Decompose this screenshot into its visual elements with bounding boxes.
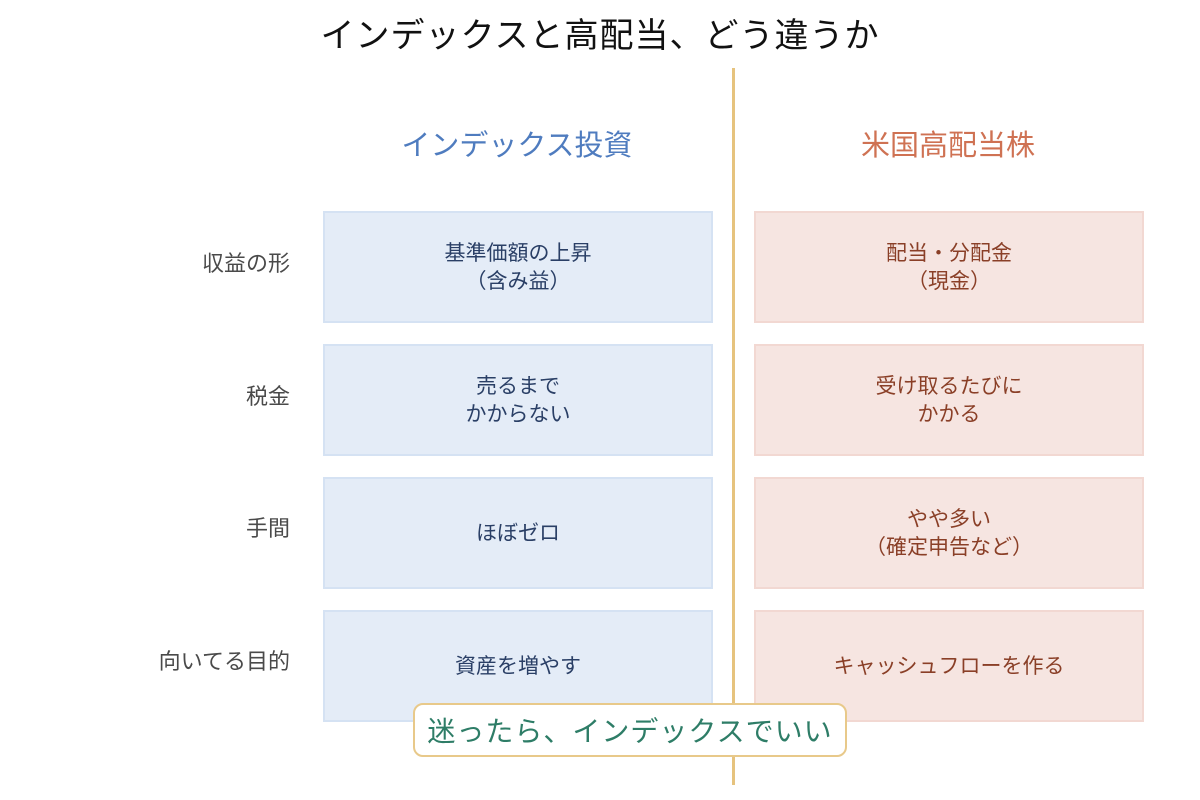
row-label-tax: 税金 [245, 385, 290, 410]
dividend-cell-effort: やや多い （確定申告など） [754, 477, 1144, 589]
conclusion-callout: 迷ったら、インデックスでいい [413, 703, 847, 757]
index-cell-tax: 売るまで かからない [323, 344, 713, 456]
center-divider [732, 68, 735, 785]
column-header-index: インデックス投資 [401, 128, 633, 162]
row-label-effort: 手間 [245, 517, 290, 542]
diagram-title: インデックスと高配当、どう違うか [320, 16, 880, 56]
dividend-cell-purpose: キャッシュフローを作る [754, 610, 1144, 722]
row-label-purpose: 向いてる目的 [158, 650, 290, 675]
dividend-cell-income-form: 配当・分配金 （現金） [754, 211, 1144, 323]
index-cell-effort: ほぼゼロ [323, 477, 713, 589]
dividend-cell-tax: 受け取るたびに かかる [754, 344, 1144, 456]
row-label-income-form: 収益の形 [201, 252, 290, 277]
column-header-dividend: 米国高配当株 [860, 128, 1035, 162]
index-cell-income-form: 基準価額の上昇 （含み益） [323, 211, 713, 323]
